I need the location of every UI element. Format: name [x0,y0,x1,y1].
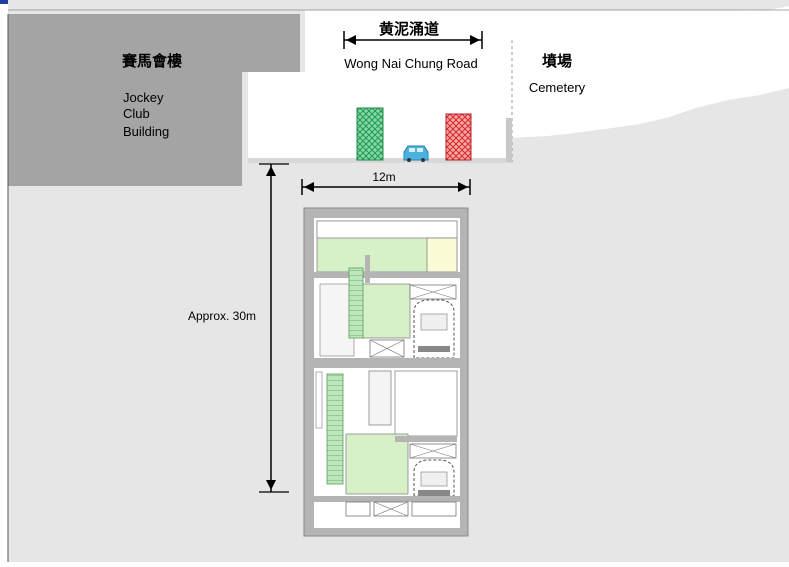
green-bus-vehicle-icon [356,107,384,161]
cemetery-wall [506,118,512,162]
road-width-arrow [343,31,483,49]
arrowhead-down-icon [266,480,276,490]
jockey-label-zh: 賽馬會樓 [121,52,182,70]
station-box [303,207,469,537]
upper-platform-green [361,283,411,339]
arrowhead-left-icon [304,182,314,192]
arrowhead-right-icon [458,182,468,192]
train-icon [413,459,455,497]
arrowhead-up-icon [266,166,276,176]
depth-dimension [259,163,289,493]
cemetery-label-zh: 墳場 [542,52,572,70]
blue-car-vehicle-icon [403,145,429,162]
arrowhead-right-icon [470,35,480,45]
red-bus-vehicle-icon [445,113,472,161]
depth-dimension-label: Approx. 30m [188,309,256,323]
road-label-zh: 黄泥涌道 [379,20,439,38]
lower-escalator-icon [326,373,344,485]
escalator-icon [348,267,364,339]
jockey-label-line3: Building [123,124,169,139]
arrowhead-left-icon [346,35,356,45]
jockey-label-line2: Club [123,106,150,121]
road-label-en: Wong Nai Chung Road [344,56,477,71]
width-dimension [301,179,471,195]
jockey-club-building [8,14,300,186]
width-dimension-label: 12m [372,170,395,184]
cemetery-label-en: Cemetery [529,80,586,95]
jockey-label-line1: Jockey [123,90,164,105]
train-icon [413,299,455,359]
